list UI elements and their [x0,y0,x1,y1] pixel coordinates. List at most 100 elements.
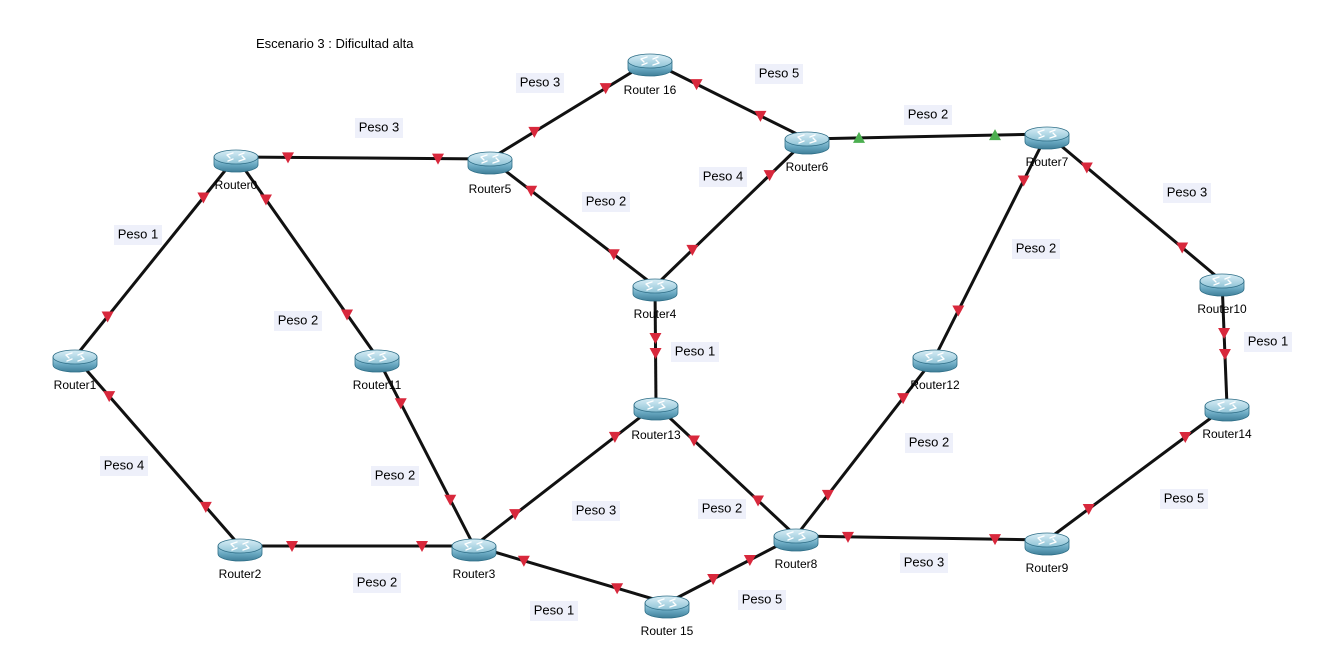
weight-label-15-8: Peso 5 [738,590,786,610]
router-icon [1024,532,1070,556]
router-12[interactable]: Router12 [910,349,960,392]
router-10[interactable]: Router10 [1197,273,1247,316]
port-6-4-b-down-port-icon [686,244,699,256]
port-0-5-b-down-port-icon [432,153,445,165]
router-16[interactable]: Router 16 [624,53,677,97]
weight-text: Peso 5 [759,65,799,80]
weight-text: Peso 4 [703,168,743,183]
link-9-14[interactable] [1046,404,1228,542]
port-3-15-a-down-port-icon [517,555,530,567]
link-0-5[interactable] [235,155,491,161]
weight-label-10-14: Peso 1 [1244,332,1292,352]
link-3-13[interactable] [473,403,657,548]
port-3-15-b-down-port-icon [611,583,624,595]
router-2[interactable]: Router2 [217,538,263,581]
ports-layer [101,79,1231,595]
port-5-16-b-down-port-icon [599,83,612,95]
weight-label-1-2: Peso 4 [100,456,148,476]
router-label: Router5 [469,182,512,196]
router-icon [644,595,690,619]
router-13[interactable]: Router13 [631,397,681,442]
port-7-12-a-down-port-icon [1017,175,1030,187]
port-1-2-a-down-port-icon [103,391,116,403]
weight-label-4-13: Peso 1 [671,342,719,362]
port-6-4-a-down-port-icon [763,170,776,182]
link-6-7[interactable] [806,132,1048,141]
link-15-8[interactable] [666,534,797,605]
router-icon [912,349,958,373]
port-5-4-b-down-port-icon [607,249,620,261]
port-13-8-b-down-port-icon [752,495,765,507]
link-6-4[interactable] [653,137,809,288]
link-4-13[interactable] [653,285,658,406]
link-3-15[interactable] [473,544,668,605]
port-16-6-a-down-port-icon [690,79,703,91]
router-label: Router10 [1197,302,1247,316]
weight-label-9-14: Peso 5 [1160,489,1208,509]
port-0-11-b-down-port-icon [341,309,354,321]
router-7[interactable]: Router7 [1024,126,1070,169]
router-1[interactable]: Router1 [52,349,98,392]
router-icon [627,53,673,77]
router-icon [773,528,819,552]
link-5-16[interactable] [489,59,651,161]
port-9-14-a-down-port-icon [1082,503,1095,515]
router-label: Router6 [786,160,829,174]
router-3[interactable]: Router3 [451,538,497,581]
link-5-4[interactable] [489,157,656,288]
router-label: Router4 [634,307,677,321]
link-0-11[interactable] [234,156,379,358]
weight-label-8-9: Peso 3 [900,553,948,573]
port-0-1-a-down-port-icon [197,192,210,204]
link-7-10[interactable] [1046,132,1223,283]
port-8-12-b-down-port-icon [897,393,910,405]
port-6-7-a-up-port-icon [852,131,865,143]
router-5[interactable]: Router5 [467,151,513,196]
router-label: Router2 [219,567,262,581]
router-9[interactable]: Router9 [1024,532,1070,575]
link-13-8[interactable] [654,403,798,538]
router-8[interactable]: Router8 [773,528,819,571]
link-7-12[interactable] [933,133,1049,358]
port-11-3-b-down-port-icon [444,494,457,506]
port-4-13-b-down-port-icon [649,348,662,360]
router-14[interactable]: Router14 [1202,398,1252,441]
router-4[interactable]: Router4 [632,278,678,321]
router-0[interactable]: Router0 [213,149,259,192]
scenario-title: Escenario 3 : Dificultad alta [256,36,414,51]
weight-label-3-13: Peso 3 [572,501,620,521]
router-icon [451,538,497,562]
port-3-13-b-down-port-icon [608,431,621,443]
router-6[interactable]: Router6 [784,131,830,174]
weight-label-5-16: Peso 3 [516,73,564,93]
weight-text: Peso 4 [104,457,144,472]
weight-text: Peso 2 [357,574,397,589]
link-1-2[interactable] [73,356,242,547]
router-label: Router9 [1026,561,1069,575]
link-8-12[interactable] [794,356,937,537]
router-11[interactable]: Router11 [353,349,402,392]
link-16-6[interactable] [649,59,808,141]
link-0-1[interactable] [73,156,238,358]
weight-label-0-1: Peso 1 [114,225,162,245]
link-8-9[interactable] [795,534,1048,542]
weight-label-7-12: Peso 2 [1012,239,1060,259]
weight-text: Peso 3 [576,502,616,517]
port-3-13-a-down-port-icon [509,509,522,521]
link-11-3[interactable] [375,356,476,547]
router-label: Router 16 [624,83,677,97]
weight-text: Peso 2 [375,467,415,482]
router-icon [217,538,263,562]
weight-text: Peso 2 [702,500,742,515]
port-8-9-b-down-port-icon [989,534,1002,546]
port-4-13-a-down-port-icon [649,332,662,344]
port-5-4-a-down-port-icon [525,185,538,197]
weight-label-6-4: Peso 4 [699,167,747,187]
weight-label-2-3: Peso 2 [353,573,401,593]
router-icon [213,149,259,173]
router-icon [1024,126,1070,150]
port-9-14-b-down-port-icon [1179,432,1192,444]
link-10-14[interactable] [1220,280,1229,407]
router-15[interactable]: Router 15 [641,595,694,638]
